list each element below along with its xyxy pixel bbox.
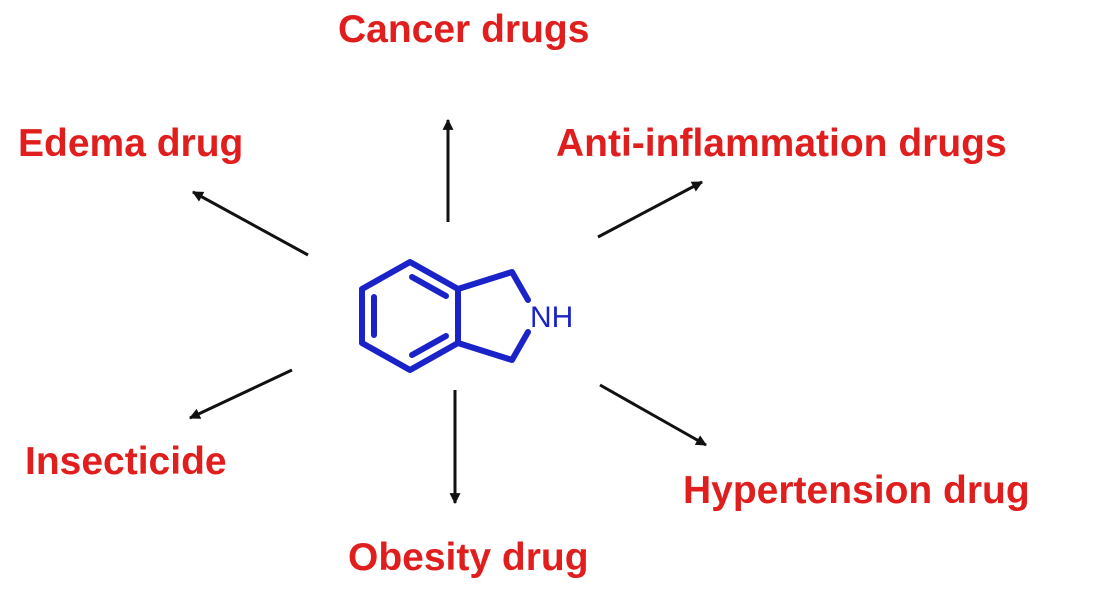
label-insecticide: Insecticide bbox=[25, 440, 227, 483]
isoindoline-molecule: NH bbox=[359, 259, 573, 373]
arrow-to-anti-inflammation-drugs bbox=[597, 180, 703, 239]
nh-atom-label: NH bbox=[530, 301, 573, 334]
arrow-to-hypertension-drug bbox=[599, 383, 707, 447]
arrow-to-insecticide bbox=[189, 368, 293, 420]
label-anti-inflammation-drugs: Anti-inflammation drugs bbox=[556, 122, 1007, 165]
pyrrolidine-ring-top bbox=[455, 269, 531, 303]
arrows bbox=[189, 118, 707, 505]
double-bond-inner-3 bbox=[409, 333, 449, 358]
double-bond-inner-1 bbox=[409, 274, 449, 299]
label-edema-drug: Edema drug bbox=[18, 122, 244, 165]
label-obesity-drug: Obesity drug bbox=[348, 536, 589, 579]
pyrrolidine-ring-bottom bbox=[455, 329, 531, 363]
label-cancer-drugs: Cancer drugs bbox=[338, 8, 590, 51]
arrow-to-edema-drug bbox=[192, 190, 309, 257]
label-hypertension-drug: Hypertension drug bbox=[683, 469, 1030, 512]
